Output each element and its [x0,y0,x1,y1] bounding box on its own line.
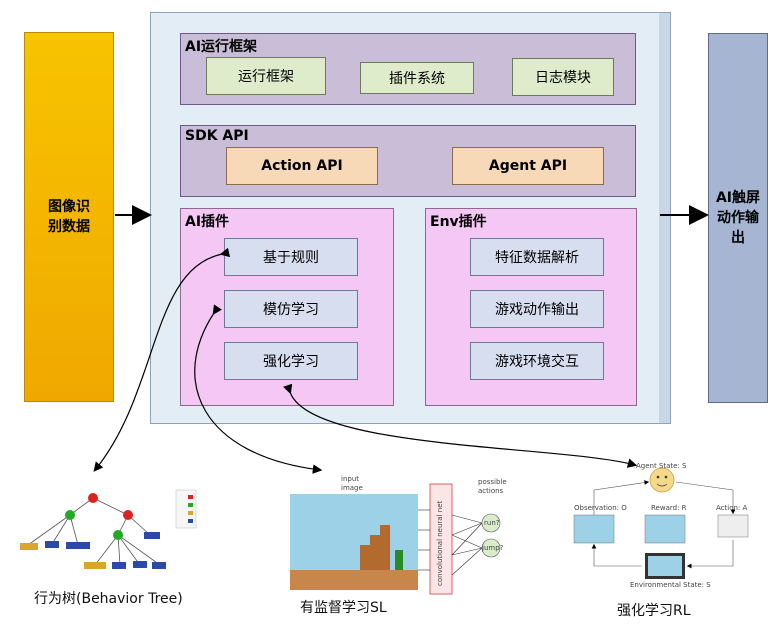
sl-input-label-1: input [341,475,360,483]
behavior-tree-caption: 行为树(Behavior Tree) [34,591,183,607]
sl-cnn-label: convolutional neural net [436,500,444,586]
rl-reward: Reward: R [651,504,687,512]
agent-api-box: Agent API [452,147,604,185]
input-image-data-box: 图像识 别数据 [24,32,114,402]
input-label-line1: 图像识 [48,199,90,215]
plugin-system-box: 插件系统 [360,62,474,94]
bt-leaf [144,532,160,539]
bt-node [113,530,123,540]
bt-leaf [20,543,38,550]
action-node-run [481,513,501,533]
bt-legend [175,489,197,529]
bt-leaf [45,541,59,548]
feature-parse-box: 特征数据解析 [470,238,604,276]
bt-leaf [133,561,147,568]
bt-leaf [152,562,166,569]
link-imitation-to-supervised [194,304,323,474]
bt-leaf [84,562,106,569]
action-node-jump [481,538,501,558]
supervised-caption: 有监督学习SL [300,600,387,616]
sdk-title: SDK API [185,128,249,144]
runtime-title: AI运行框架 [185,39,258,55]
bt-leaf [66,542,90,549]
reinforcement-caption: 强化学习RL [617,603,691,619]
sl-actions-label-1: possible [478,478,507,486]
sl-input-label-2: image [341,484,363,492]
output-label-line2: 动作输 [716,210,759,226]
bt-node [65,510,75,520]
sl-actions-label-2: actions [478,487,504,495]
action-keys [717,514,749,538]
input-label-line2: 别数据 [48,219,90,235]
runtime-framework-box: 运行框架 [206,57,326,95]
sl-action-jump: jump? [482,544,504,552]
reward-frame [644,514,686,544]
reinforcement-learning-illustration [573,467,749,579]
rule-based-box: 基于规则 [224,238,358,276]
supervised-learning-illustration [290,483,501,595]
bt-node [123,510,133,520]
rl-action: Action: A [716,504,748,512]
link-rl-to-rl-diagram [283,383,638,468]
bt-root-node [88,493,98,503]
env-plugin-title: Env插件 [430,214,487,230]
game-action-output-box: 游戏动作输出 [470,290,604,328]
game-env-interact-box: 游戏环境交互 [470,342,604,380]
rl-observation: Observation: O [574,504,627,512]
main-framework-side [659,12,671,424]
output-label-line1: AI触屏 [715,190,761,206]
rl-agent-state: Agent State: S [636,462,687,470]
action-api-box: Action API [226,147,378,185]
agent-face [649,467,675,493]
output-label-line3: 出 [730,230,745,246]
sl-action-run: run? [484,519,500,527]
rl-env-state: Environmental State: S [630,581,711,589]
link-rule-to-behavior-tree [93,247,231,472]
ai-plugin-title: AI插件 [185,214,230,230]
log-module-box: 日志模块 [512,58,614,96]
cnn-block [429,483,453,595]
behavior-tree-illustration [20,489,197,569]
bt-leaf [112,562,126,569]
observation-frame [573,514,615,544]
